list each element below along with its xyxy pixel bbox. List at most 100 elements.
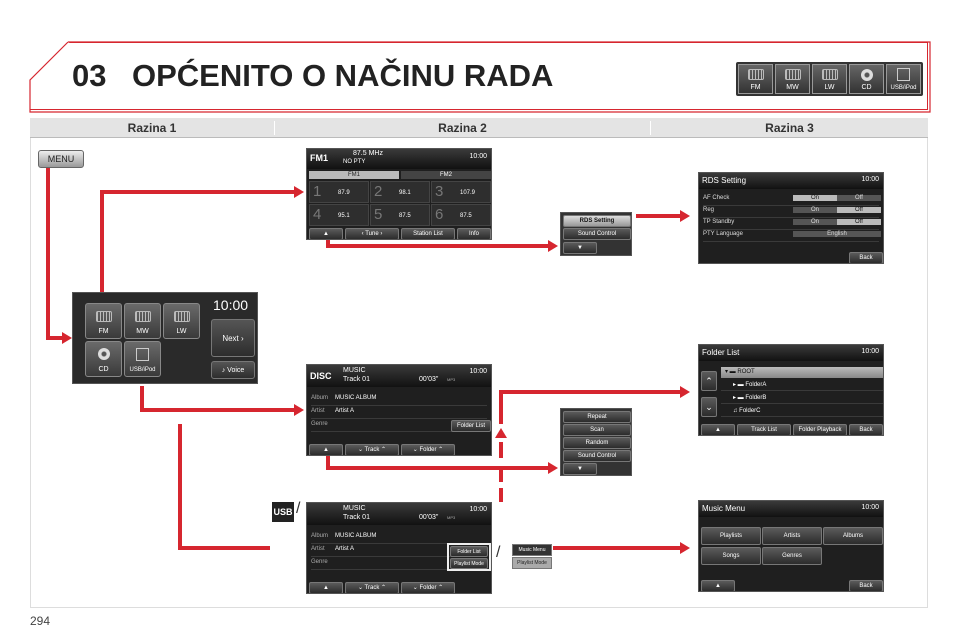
reg-off-option[interactable]: Off (837, 207, 881, 213)
rds-back-button[interactable]: Back (849, 252, 883, 263)
home-tile-fm[interactable]: FM (85, 303, 122, 339)
music-menu-option[interactable]: Music Menu (512, 544, 552, 556)
radio-icon (821, 69, 838, 80)
connector-dashed (499, 466, 503, 482)
sound-control-item[interactable]: Sound Control (563, 228, 631, 240)
usb-side-options: Folder List Playlist Mode (447, 543, 491, 571)
folder-playback-button[interactable]: Folder Playback (793, 424, 847, 435)
reg-on-option[interactable]: On (793, 207, 837, 213)
disc-topbar: DISC MUSIC Track 01 00'03" MP3 10:00 (307, 365, 491, 387)
home-voice-button[interactable]: ♪ Voice (211, 361, 255, 379)
disc-folder-list-button[interactable]: Folder List (451, 420, 491, 432)
disc-track-button[interactable]: ⌄ Track ⌃ (345, 444, 399, 455)
disc-icon (860, 69, 873, 81)
connector (326, 466, 548, 470)
arrow-head (680, 542, 690, 554)
playlist-mode-option[interactable]: Playlist Mode (512, 557, 552, 569)
fm-band-fm1[interactable]: FM1 (309, 171, 399, 179)
folder-icon: ▸ ▬ (733, 395, 746, 401)
songs-cell[interactable]: Songs (701, 547, 761, 565)
rds-setting-item[interactable]: RDS Setting (563, 215, 631, 227)
albums-cell[interactable]: Albums (823, 527, 883, 545)
genres-cell[interactable]: Genres (762, 547, 822, 565)
pty-language-option[interactable]: English (793, 231, 881, 237)
usb-playlist-mode-button[interactable]: Playlist Mode (450, 558, 488, 569)
level-1-label: Razina 1 (127, 121, 177, 135)
radio-icon (95, 311, 112, 322)
radio-icon (747, 69, 764, 80)
connector (553, 546, 681, 550)
fm-info-button[interactable]: Info (457, 228, 491, 239)
popup-down-button[interactable]: ▼ (563, 242, 597, 254)
folder-item[interactable]: ♫ FolderC (721, 406, 883, 417)
folder-icon: ▾ ▬ (725, 369, 738, 375)
popup-down-button[interactable]: ▼ (563, 463, 597, 475)
connector (100, 190, 104, 294)
home-tile-lw[interactable]: LW (163, 303, 200, 339)
home-tile-cd[interactable]: CD (85, 341, 122, 377)
af-on-option[interactable]: On (793, 195, 837, 201)
level-3-label: Razina 3 (650, 121, 928, 135)
artists-cell[interactable]: Artists (762, 527, 822, 545)
chevron-up-icon: ⌃ (705, 376, 713, 386)
tp-on-option[interactable]: On (793, 219, 837, 225)
source-tab-usb: USB/iPod (886, 64, 921, 94)
folder-item[interactable]: ▸ ▬ FolderA (721, 380, 883, 391)
disc-folder-button[interactable]: ⌄ Folder ⌃ (401, 444, 455, 455)
usb-folder-button[interactable]: ⌄ Folder ⌃ (401, 582, 455, 593)
connector-dashed (499, 488, 503, 502)
home-tile-usb[interactable]: USB/iPod (124, 341, 161, 377)
music-menu-up-button[interactable]: ▲ (701, 580, 735, 591)
disc-up-button[interactable]: ▲ (309, 444, 343, 455)
radio-icon (173, 311, 190, 322)
af-off-option[interactable]: Off (837, 195, 881, 201)
scan-item[interactable]: Scan (563, 424, 631, 436)
menu-button[interactable]: MENU (38, 150, 84, 168)
random-item[interactable]: Random (563, 437, 631, 449)
tp-off-option[interactable]: Off (837, 219, 881, 225)
fm-station-list-button[interactable]: Station List (401, 228, 455, 239)
connector (178, 546, 270, 550)
page-title: OPĆENITO O NAČINU RADA (132, 58, 554, 93)
source-tab-cd: CD (849, 64, 884, 94)
repeat-item[interactable]: Repeat (563, 411, 631, 423)
connector (326, 244, 548, 248)
playlists-cell[interactable]: Playlists (701, 527, 761, 545)
fm-tune-button[interactable]: ‹ Tune › (345, 228, 399, 239)
usb-up-button[interactable]: ▲ (309, 582, 343, 593)
connector (499, 392, 503, 424)
folder-item-root[interactable]: ▾ ▬ ROOT (721, 367, 883, 378)
usb-genre-row: Genre (311, 559, 487, 570)
usb-track-button[interactable]: ⌄ Track ⌃ (345, 582, 399, 593)
folder-up-button[interactable]: ▲ (701, 424, 735, 435)
levels-header: Razina 1 Razina 2 Razina 3 (30, 118, 928, 138)
sound-control-item[interactable]: Sound Control (563, 450, 631, 462)
voice-icon: ♪ (221, 367, 226, 374)
fm-band-fm2[interactable]: FM2 (401, 171, 491, 179)
folder-back-button[interactable]: Back (849, 424, 883, 435)
scroll-down-button[interactable]: ⌄ (701, 397, 717, 417)
scroll-up-button[interactable]: ⌃ (701, 371, 717, 391)
home-clock: 10:00 (213, 297, 249, 313)
fm-up-button[interactable]: ▲ (309, 228, 343, 239)
track-list-button[interactable]: Track List (737, 424, 791, 435)
home-next-button[interactable]: Next › (211, 319, 255, 357)
folder-item[interactable]: ▸ ▬ FolderB (721, 393, 883, 404)
home-tile-mw[interactable]: MW (124, 303, 161, 339)
music-menu-back-button[interactable]: Back (849, 580, 883, 591)
usb-folder-list-button[interactable]: Folder List (450, 546, 488, 557)
